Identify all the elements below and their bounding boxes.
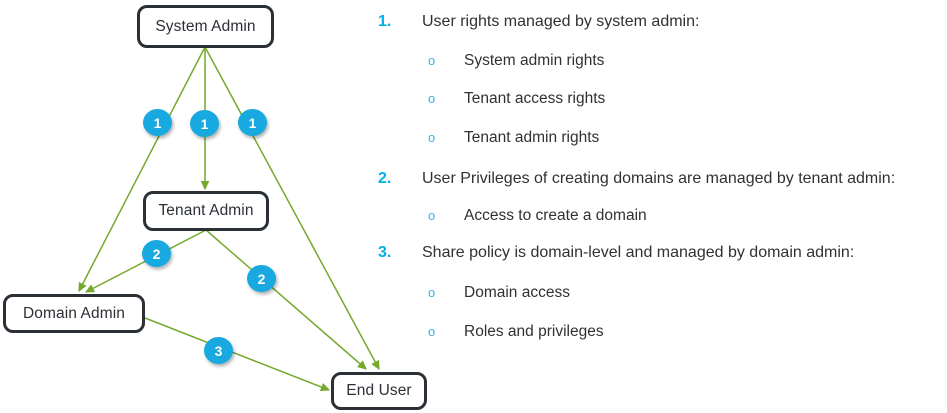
edge-badge-1-system-to-tenant-label: 1 — [200, 115, 209, 132]
list-item-2-sub-1-text: Access to create a domain — [464, 207, 647, 224]
node-end-user-label: End User — [346, 382, 412, 400]
list-item-1-sub-2: o Tenant access rights — [428, 91, 605, 107]
edge-badge-1-system-to-domain[interactable]: 1 — [143, 109, 172, 136]
bullet-circle-icon: o — [428, 324, 436, 339]
node-system-admin-label: System Admin — [155, 17, 256, 35]
list-item-3-sub-1: o Domain access — [428, 285, 570, 301]
list-item-2: 2. User Privileges of creating domains a… — [378, 171, 895, 187]
list-item-3-sub-2: o Roles and privileges — [428, 324, 604, 340]
list-marker-number: 1. — [378, 13, 392, 30]
edge-tenant-to-enduser — [205, 229, 367, 370]
node-tenant-admin[interactable]: Tenant Admin — [143, 191, 269, 231]
list-item-2-sub-1: o Access to create a domain — [428, 208, 647, 224]
edge-system-to-domain — [78, 46, 206, 293]
edge-badge-2-tenant-to-enduser-label: 2 — [257, 270, 266, 287]
node-end-user[interactable]: End User — [331, 372, 427, 410]
edge-system-to-enduser — [204, 46, 380, 371]
list-marker-number: 3. — [378, 244, 392, 261]
node-system-admin[interactable]: System Admin — [137, 5, 274, 48]
edge-badge-1-system-to-domain-label: 1 — [153, 114, 162, 131]
bullet-circle-icon: o — [428, 130, 436, 145]
list-item-3-sub-1-text: Domain access — [464, 284, 570, 301]
edge-domain-to-enduser — [144, 317, 331, 392]
list-item-3-sub-2-text: Roles and privileges — [464, 323, 604, 340]
bullet-circle-icon: o — [428, 208, 436, 223]
node-domain-admin-label: Domain Admin — [23, 304, 125, 322]
node-tenant-admin-label: Tenant Admin — [158, 202, 254, 220]
edge-badge-2-tenant-to-domain-label: 2 — [152, 245, 161, 262]
list-item-3: 3. Share policy is domain-level and mana… — [378, 245, 854, 261]
list-item-1-sub-3: o Tenant admin rights — [428, 130, 599, 146]
list-item-2-text: User Privileges of creating domains are … — [422, 170, 896, 187]
list-item-1-sub-1-text: System admin rights — [464, 52, 605, 69]
list-item-3-text: Share policy is domain-level and managed… — [422, 244, 855, 261]
bullet-circle-icon: o — [428, 285, 436, 300]
list-item-1-sub-1: o System admin rights — [428, 53, 604, 69]
bullet-circle-icon: o — [428, 53, 436, 68]
edge-badge-3-domain-to-enduser-label: 3 — [214, 342, 223, 359]
hierarchy-diagram: System Admin Tenant Admin Domain Admin E… — [0, 0, 460, 413]
node-domain-admin[interactable]: Domain Admin — [3, 294, 145, 333]
edge-badge-3-domain-to-enduser[interactable]: 3 — [204, 337, 233, 364]
list-item-1-sub-2-text: Tenant access rights — [464, 90, 606, 107]
edge-badge-2-tenant-to-domain[interactable]: 2 — [142, 240, 171, 267]
list-item-1-sub-3-text: Tenant admin rights — [464, 129, 600, 146]
edge-badge-2-tenant-to-enduser[interactable]: 2 — [247, 265, 276, 292]
edge-layer — [78, 46, 380, 392]
list-marker-number: 2. — [378, 170, 392, 187]
edge-badge-1-system-to-tenant[interactable]: 1 — [190, 110, 219, 137]
edge-badge-1-system-to-enduser-label: 1 — [248, 114, 257, 131]
list-item-1-text: User rights managed by system admin: — [422, 13, 700, 30]
bullet-circle-icon: o — [428, 91, 436, 106]
edge-badge-1-system-to-enduser[interactable]: 1 — [238, 109, 267, 136]
rights-description-list: 1. User rights managed by system admin: … — [372, 0, 947, 413]
list-item-1: 1. User rights managed by system admin: — [378, 14, 699, 30]
